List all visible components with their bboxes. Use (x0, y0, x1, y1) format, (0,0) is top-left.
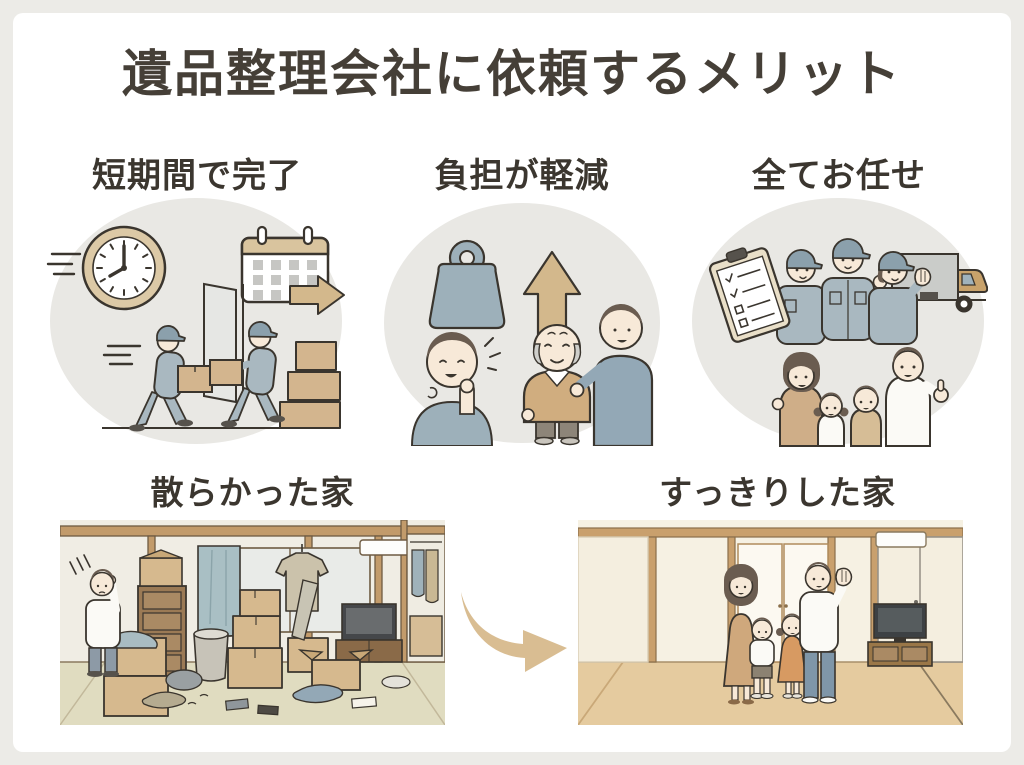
son (749, 617, 775, 699)
air-conditioner (875, 531, 927, 548)
open-box (297, 649, 375, 691)
closet-with-clothes (406, 533, 445, 663)
checklist-clipboard-icon (708, 247, 791, 343)
left-wall-panel (578, 536, 649, 663)
floor-sweater (292, 684, 344, 704)
staff-team (776, 238, 932, 345)
merit-label-leave-it-all: 全てお任せ (752, 157, 926, 195)
trash-bin (193, 628, 229, 682)
laundry-pile (165, 669, 203, 691)
relieved-man (410, 331, 501, 446)
tv-and-stand (867, 603, 933, 667)
troubled-man (69, 554, 121, 677)
staff-checklist-truck-family-illustration (692, 198, 988, 447)
mover-worker (129, 325, 213, 432)
tv-and-stand (335, 603, 403, 663)
cluttered-room-illustration (60, 520, 445, 725)
weight-up-arrow-supported-elderly-illustration (384, 203, 660, 446)
before-label: 散らかった家 (150, 474, 355, 511)
mover-worker (209, 321, 285, 428)
merit-label-short-time: 短期間で完了 (92, 157, 302, 195)
movers-clock-calendar-illustration (46, 198, 345, 444)
family (723, 561, 853, 705)
speed-lines-icon (46, 252, 142, 366)
father (799, 561, 853, 704)
daughter (813, 392, 849, 447)
weight-icon (428, 239, 506, 330)
supporting-man (569, 303, 654, 446)
right-arrow-icon (289, 275, 345, 315)
clock-icon (81, 225, 167, 311)
scattered-items (187, 675, 411, 716)
page-title: 遺品整理会社に依頼するメリット (122, 46, 902, 102)
leaning-board (291, 579, 319, 641)
mother (723, 564, 759, 705)
merit-label-less-burden: 負担が軽減 (434, 157, 610, 195)
son (850, 385, 882, 447)
curved-right-arrow-icon (461, 592, 567, 672)
father (885, 346, 949, 447)
daughter (776, 613, 808, 699)
air-conditioner (359, 539, 411, 556)
after-label: すっきりした家 (659, 474, 896, 511)
stacked-boxes-icon (279, 341, 341, 429)
happy-family (771, 346, 949, 447)
tidy-room-illustration (578, 520, 963, 725)
floor-cloth (141, 691, 187, 709)
calendar-icon (240, 225, 345, 315)
